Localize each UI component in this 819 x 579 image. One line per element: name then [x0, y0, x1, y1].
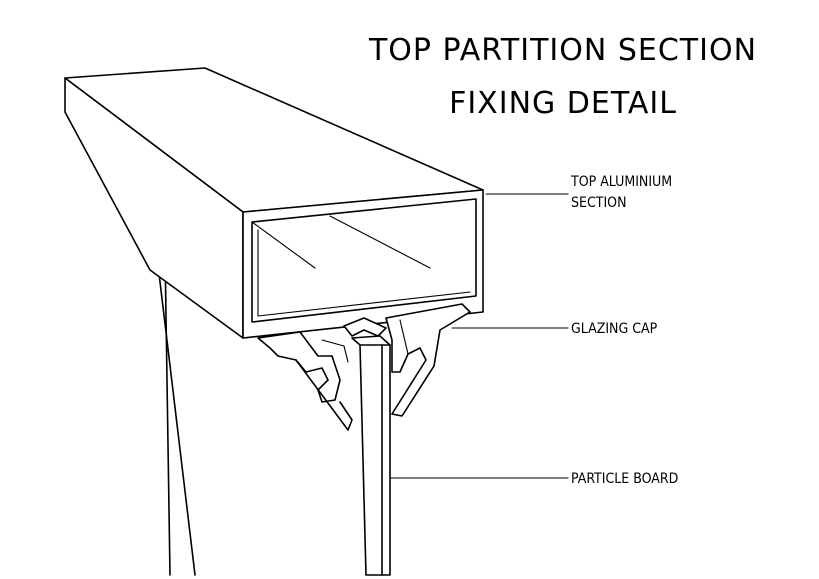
label-glazing-cap-text: GLAZING CAP: [571, 321, 658, 337]
label-top-aluminium-line-2: SECTION: [571, 195, 627, 211]
title-line-1: TOP PARTITION SECTION: [368, 33, 757, 68]
title-line-2: FIXING DETAIL: [449, 86, 677, 121]
label-particle-board-text: PARTICLE BOARD: [571, 471, 678, 487]
label-particle-board: PARTICLE BOARD: [389, 471, 678, 487]
label-glazing-cap: GLAZING CAP: [451, 321, 658, 337]
top-aluminium-section: [64, 67, 484, 339]
label-top-aluminium: TOP ALUMINIUM SECTION: [485, 174, 672, 211]
glazing-cap: [257, 303, 471, 431]
particle-board: [351, 335, 391, 576]
label-top-aluminium-line-1: TOP ALUMINIUM: [570, 174, 672, 190]
